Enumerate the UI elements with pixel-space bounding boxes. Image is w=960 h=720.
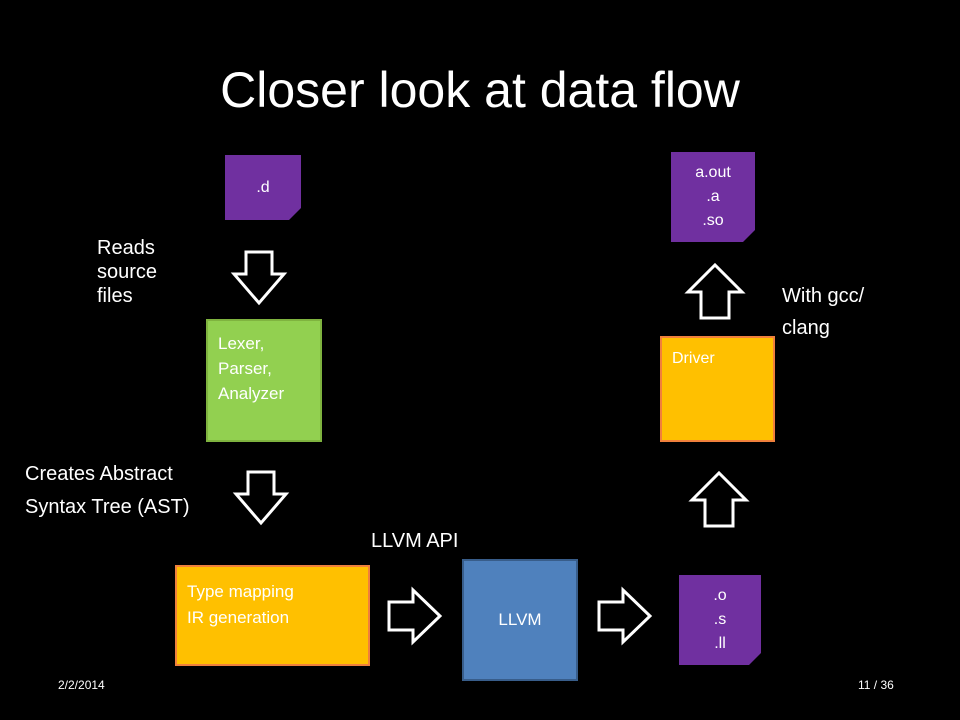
- gcc-line-2: clang: [782, 317, 830, 339]
- object-line-2: .s: [713, 611, 727, 628]
- gcc-line-1: With gcc/: [782, 285, 865, 307]
- frontend-line-1: Lexer,: [218, 334, 265, 353]
- object-files-node: .o .s .ll: [679, 575, 761, 665]
- slide-title: Closer look at data flow: [220, 62, 740, 118]
- page-fold-icon: [743, 230, 755, 242]
- ast-line-2: Syntax Tree (AST): [25, 496, 190, 518]
- right-arrow-icon: [597, 586, 653, 646]
- output-line-1: a.out: [695, 164, 731, 181]
- reads-annotation: Reads source files: [97, 236, 157, 308]
- source-file-node: .d: [225, 155, 301, 220]
- source-file-label: .d: [256, 178, 270, 196]
- codegen-line-1: Type mapping: [187, 582, 294, 601]
- gcc-annotation: With gcc/ clang: [782, 280, 864, 344]
- reads-line-1: Reads: [97, 237, 155, 259]
- llvm-node: LLVM: [462, 559, 578, 681]
- page-fold-icon: [289, 208, 301, 220]
- object-line-3: .ll: [714, 635, 726, 652]
- output-line-3: .so: [702, 212, 724, 229]
- codegen-line-2: IR generation: [187, 608, 290, 627]
- driver-label: Driver: [672, 350, 715, 367]
- frontend-line-2: Parser,: [218, 359, 272, 378]
- reads-line-2: source: [97, 261, 158, 283]
- output-files-node: a.out .a .so: [671, 152, 755, 242]
- output-line-2: .a: [706, 188, 720, 205]
- ast-line-1: Creates Abstract: [25, 463, 173, 485]
- slide-date: 2/2/2014: [58, 678, 105, 692]
- page-number: 11 / 36: [858, 678, 894, 692]
- llvm-label: LLVM: [498, 610, 542, 629]
- llvm-api-label: LLVM API: [371, 530, 459, 552]
- up-arrow-icon: [684, 262, 746, 320]
- frontend-node: Lexer, Parser, Analyzer: [206, 319, 322, 442]
- driver-node: Driver: [660, 336, 775, 442]
- ast-annotation: Creates Abstract Syntax Tree (AST): [25, 458, 190, 524]
- down-arrow-icon: [232, 470, 290, 526]
- frontend-line-3: Analyzer: [218, 384, 285, 403]
- right-arrow-icon: [387, 586, 443, 646]
- up-arrow-icon: [688, 470, 750, 528]
- page-fold-icon: [749, 653, 761, 665]
- object-line-1: .o: [713, 587, 727, 604]
- codegen-node: Type mapping IR generation: [175, 565, 370, 666]
- reads-line-3: files: [97, 285, 133, 307]
- down-arrow-icon: [230, 250, 288, 306]
